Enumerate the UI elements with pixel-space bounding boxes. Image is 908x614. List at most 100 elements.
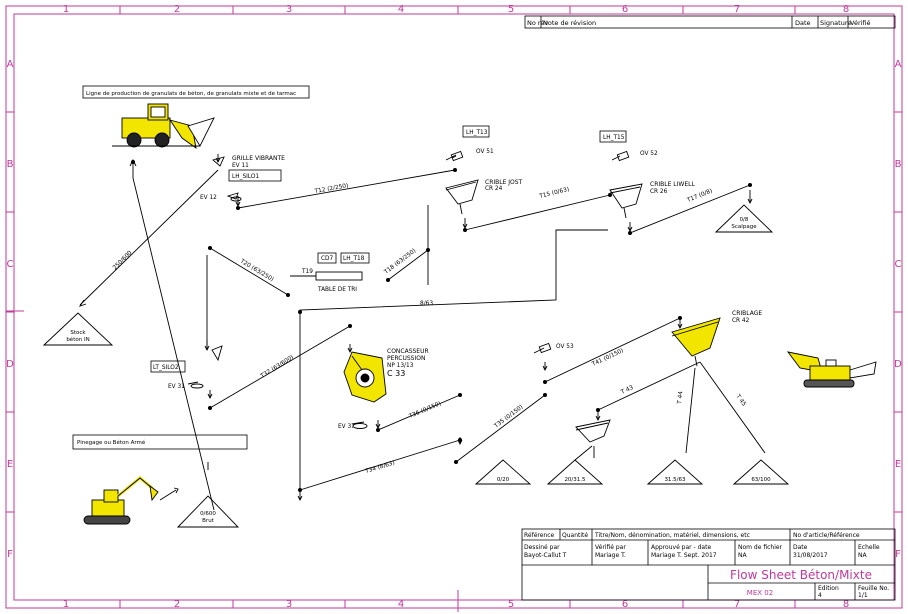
tb-date-label: Date [793, 544, 808, 551]
revision-table [524, 15, 896, 29]
pile-0600-sub: Brut [202, 518, 215, 524]
cr42-label: CR 42 [732, 318, 750, 324]
crible-jost-title: CRIBLE JOST [485, 179, 523, 186]
tb-verifie-label: Vérifié par [595, 544, 626, 551]
ov53-label: OV 53 [556, 344, 574, 350]
crible-jost-hopper [445, 179, 479, 215]
col-label: 8 [843, 599, 849, 610]
criblage-label: CRIBLAGE [732, 310, 762, 317]
title-block [521, 528, 896, 601]
crible-liwell-code: CR 26 [650, 189, 668, 195]
col-label: 4 [398, 599, 404, 610]
tb-dessine-value: Bayot-Callut T [524, 552, 567, 559]
row-label: C [895, 259, 902, 270]
col-label: 3 [286, 599, 292, 610]
equipment-labels: GRILLE VIBRANTE EV 11 LH_SILO1 EV 12 LH_… [153, 130, 762, 430]
tb-nom-value: NA [738, 552, 747, 559]
table-tri-label: TABLE DE TRI [317, 287, 357, 293]
t45-label: T 45 [734, 393, 747, 408]
row-label: C [7, 259, 14, 270]
row-label: E [895, 459, 901, 470]
col-label: 1 [63, 599, 69, 610]
row-label: B [7, 159, 14, 170]
sheet-title: Flow Sheet Béton/Mixte [730, 568, 872, 582]
t36-label: T36 (0/150) [408, 401, 443, 420]
t44-label: T 44 [677, 391, 684, 406]
small-screen [575, 419, 611, 443]
np-label: NP 13/13 [387, 363, 414, 369]
row-label: F [7, 549, 13, 560]
row-label: F [895, 549, 901, 560]
tb-edition-value: 4 [818, 592, 822, 599]
note-pinegage: Pinegage ou Béton Armé [72, 434, 248, 450]
label-boxes [150, 125, 627, 373]
col-label: 8 [843, 4, 849, 15]
col-label: 7 [734, 4, 740, 15]
tb-approuve-value: Mariage T. Sept. 2017 [651, 552, 717, 559]
pile-08-sub: Scalpage [731, 224, 757, 230]
col-label: 5 [508, 599, 514, 610]
tb-echelle-value: NA [858, 552, 867, 559]
ev12-label: EV 12 [200, 195, 217, 201]
t35-label: T35 (0/150) [493, 404, 525, 430]
table-de-tri[interactable] [290, 271, 363, 281]
tb-feuille-label: Feuille No. [858, 585, 889, 592]
t12-label: T12 (2/250) [313, 183, 349, 195]
criblage-screen[interactable] [671, 317, 721, 367]
revision-header-labels: No rév Note de révision Date Signature V… [527, 19, 871, 27]
row-label: D [894, 359, 902, 370]
pile-31563-label: 31.5/63 [664, 477, 686, 483]
svg-text:Ligne de production de granula: Ligne de production de granulats de béto… [86, 90, 296, 97]
crible-liwell-hopper [609, 183, 643, 219]
tb-dessine-label: Dessiné par [524, 544, 560, 551]
v250-label: 250/600 [112, 250, 133, 271]
stock-sub-label: béton IN [66, 336, 89, 343]
percussion-label: PERCUSSION [387, 355, 425, 362]
ov52-label: OV 52 [640, 151, 658, 157]
rev-date-label: Date [795, 19, 811, 27]
tb-edition-label: Edition [818, 585, 839, 592]
lh-t18-label: LH_T18 [343, 256, 365, 262]
lt-silo2-label: LT_SILO2 [153, 365, 179, 371]
cd7-label: CD7 [321, 256, 334, 262]
tb-verifie-value: Mariage T. [595, 552, 626, 559]
stock-label: Stock [70, 330, 86, 336]
title-block-text: Référence Quantité Titre/Nom, dénominati… [524, 532, 889, 599]
tb-approuve-label: Approuvé par - date [651, 544, 711, 551]
svg-text:Pinegage ou Béton Armé: Pinegage ou Béton Armé [77, 439, 146, 446]
crible-jost-code: CR 24 [485, 186, 503, 192]
pile-labels: Stock béton IN 0/8 Scalpage 0/20 20/31.5… [66, 217, 771, 524]
tb-date-value: 31/08/2017 [793, 552, 828, 559]
col-label: 7 [734, 599, 740, 610]
row-label: A [7, 59, 14, 70]
rev-no-label: No rév [527, 19, 548, 27]
grille-title: GRILLE VIBRANTE [232, 155, 285, 162]
col-label: 1 [63, 4, 69, 15]
ev37-label: EV 37 [338, 424, 355, 430]
grille-code: EV 11 [232, 163, 249, 169]
lh-t13-label: LH_T13 [466, 130, 488, 136]
rev-verifie-label: Vérifié [850, 19, 871, 27]
crusher-machine[interactable] [343, 351, 387, 403]
pile-63100-label: 63/100 [751, 477, 771, 483]
col-label: 2 [174, 599, 180, 610]
tb-no-article: No d'article/Référence [793, 532, 860, 539]
excavator-machine [83, 476, 159, 525]
tb-reference: Référence [524, 532, 555, 539]
tb-titre: Titre/Nom, dénomination, matériel, dimen… [594, 532, 750, 539]
c33-label: C 33 [387, 369, 405, 378]
ev31-label: EV 31 [168, 384, 185, 390]
col-label: 6 [622, 599, 628, 610]
t19-label: T19 [301, 269, 313, 275]
row-label: B [895, 159, 902, 170]
equipment-symbols [187, 150, 630, 429]
t17-label: T17 (0/8) [686, 188, 714, 204]
pile-020-label: 0/20 [497, 477, 510, 483]
front-loader-machine [112, 103, 215, 150]
lh-t15-label: LH_T15 [603, 135, 625, 141]
frame-labels: 1 2 3 4 5 6 7 8 1 2 3 4 5 6 7 8 A B C D … [6, 4, 902, 610]
col-label: 5 [508, 4, 514, 15]
tb-quantite: Quantité [562, 532, 588, 539]
t43-label: T 43 [619, 385, 634, 396]
